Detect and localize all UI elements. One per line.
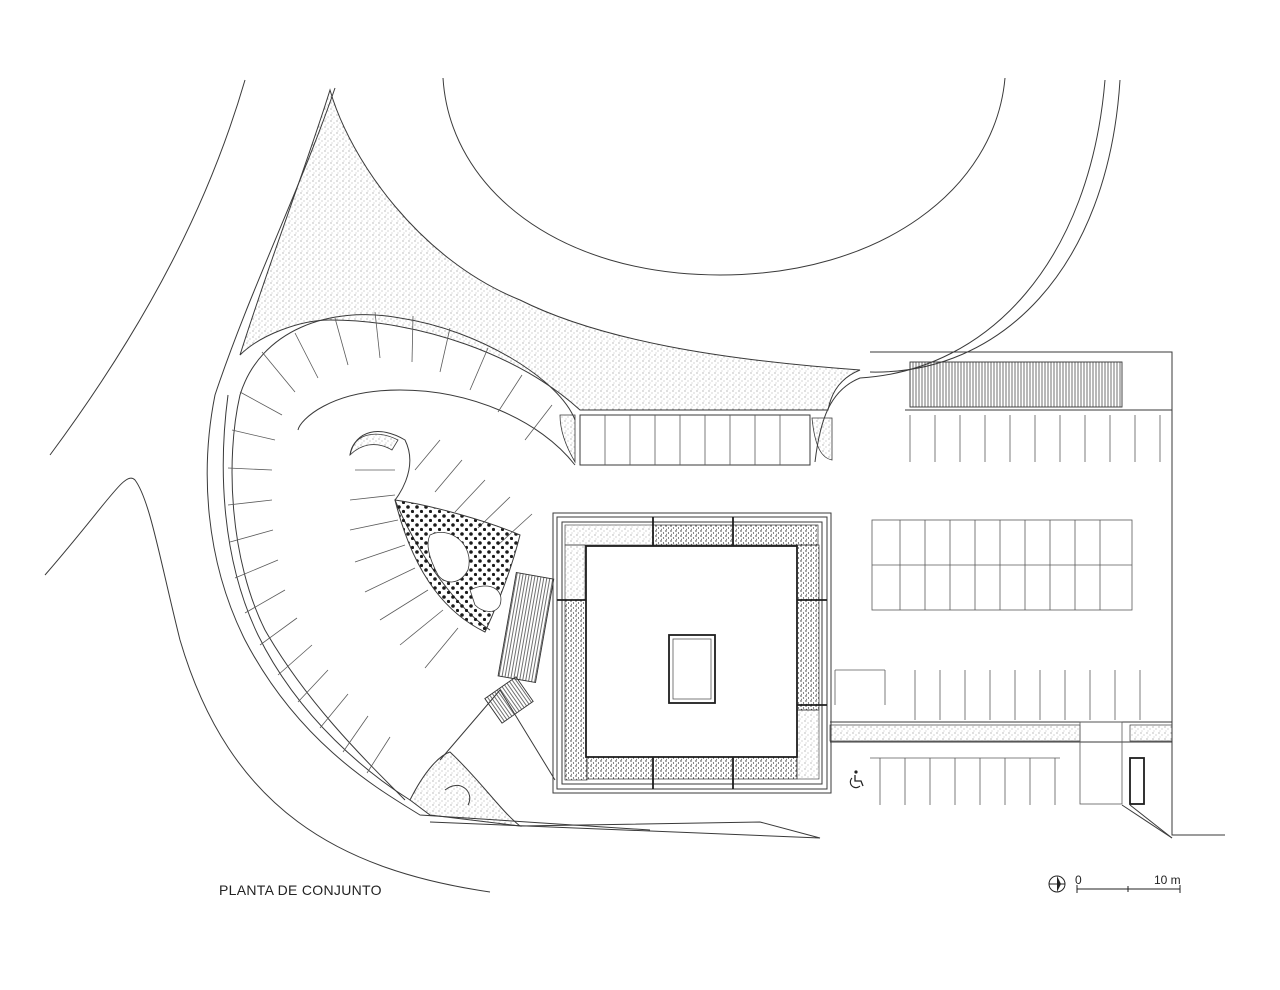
parking-lot-right [829,351,1225,839]
scale-label-start: 0 [1075,873,1082,887]
building-block [552,512,832,794]
landscape-strip [239,88,861,411]
scale-label-end: 10 m [1154,873,1181,887]
roundabout-edge [442,77,1006,276]
north-arrow-icon [1048,875,1066,893]
accessible-parking-icon [849,770,864,789]
entrance-stairs [484,571,555,724]
curved-parking-row [231,314,576,801]
scale-bar [1076,885,1181,893]
drive-outer-edge [206,87,651,831]
planter-pebbles [394,499,521,633]
drawing-title: PLANTA DE CONJUNTO [219,882,382,898]
lower-planter [409,751,522,827]
parking-lot-upper [559,414,833,466]
parking-stalls-curved [227,311,553,774]
